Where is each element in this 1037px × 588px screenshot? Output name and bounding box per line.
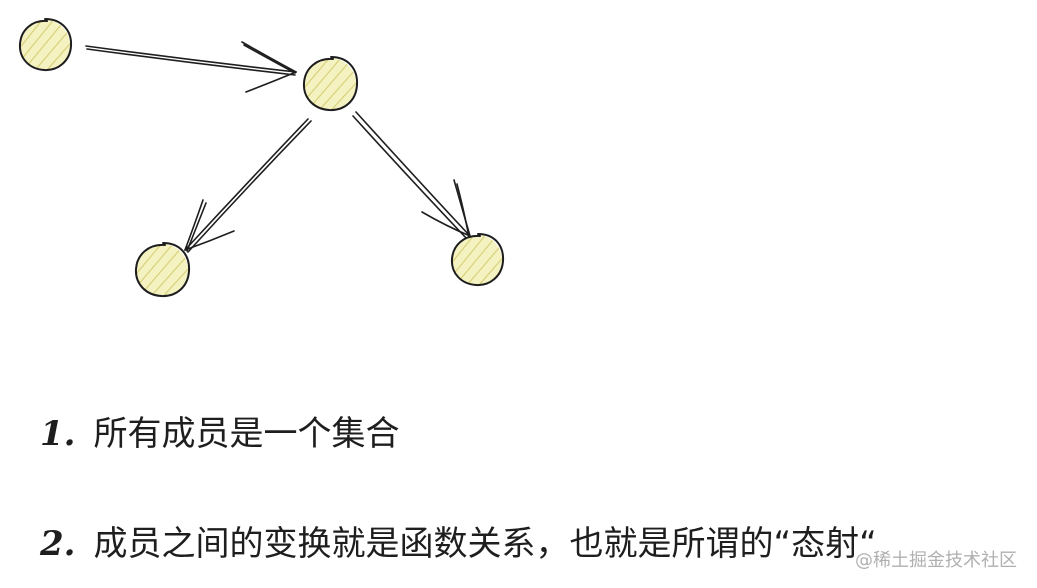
watermark: @稀土掘金技术社区	[855, 550, 1017, 571]
edge-b-to-c	[184, 118, 312, 253]
edge-a-to-b	[85, 41, 297, 93]
list-item-text: 所有成员是一个集合	[93, 414, 400, 454]
node-circle	[302, 56, 359, 112]
edge-b-to-d	[352, 111, 471, 240]
list-item-number: 1.	[40, 414, 76, 454]
list-item: 2. 成员之间的变换就是函数关系，也就是所谓的“态射“	[40, 524, 877, 564]
node-circle	[450, 233, 505, 287]
node-circle	[134, 242, 191, 298]
list-item-text: 成员之间的变换就是函数关系，也就是所谓的“态射“	[93, 524, 877, 564]
node-circle	[18, 18, 73, 72]
list-item: 1. 所有成员是一个集合	[40, 414, 400, 454]
list-item-number: 2.	[40, 524, 76, 564]
